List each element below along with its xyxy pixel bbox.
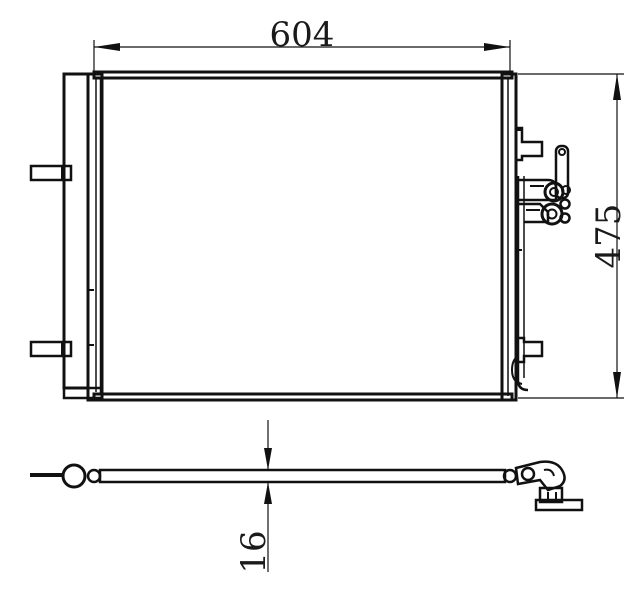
right-bracket-lower (516, 336, 544, 364)
side-view: 16 (30, 420, 584, 574)
front-view: 604 475 (29, 15, 629, 402)
thickness-dimension-label: 16 (234, 530, 274, 573)
height-dimension: 475 (518, 73, 629, 399)
width-dimension: 604 (93, 15, 511, 72)
core-profile (98, 468, 507, 484)
condenser-core (99, 76, 504, 396)
left-bracket-upper (29, 164, 73, 182)
pipe-fitting-assembly (510, 144, 571, 392)
thickness-dimension: 16 (234, 420, 274, 574)
left-bracket-lower (29, 340, 73, 358)
height-dimension-label: 475 (589, 204, 629, 269)
left-end-connector (61, 463, 87, 489)
right-bracket-upper (516, 126, 544, 162)
left-tank (62, 72, 104, 402)
right-end-fitting (514, 460, 584, 512)
width-dimension-label: 604 (270, 15, 335, 55)
